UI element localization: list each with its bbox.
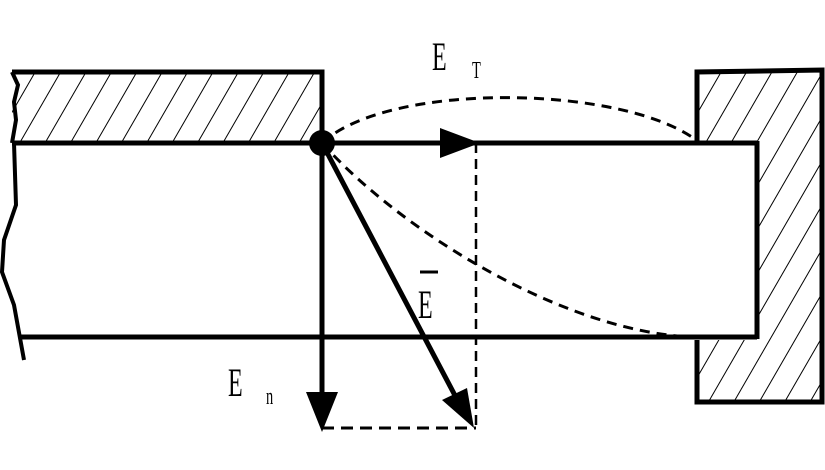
label-e-tangential: E (432, 36, 447, 80)
label-e-resultant: E (418, 284, 433, 328)
charge-point (309, 130, 335, 156)
resultant-arrow (319, 141, 474, 428)
label-n-subscript: n (266, 383, 273, 410)
left-hatched-block (10, 69, 325, 146)
upper-field-line (320, 96, 701, 145)
normal-arrow (306, 143, 338, 432)
lower-field-line (320, 141, 691, 339)
label-e-normal: E (228, 362, 243, 406)
right-hatched-block (694, 67, 825, 405)
tangential-arrow (322, 128, 480, 158)
right-strip (322, 140, 760, 340)
label-t-subscript: T (472, 57, 481, 84)
